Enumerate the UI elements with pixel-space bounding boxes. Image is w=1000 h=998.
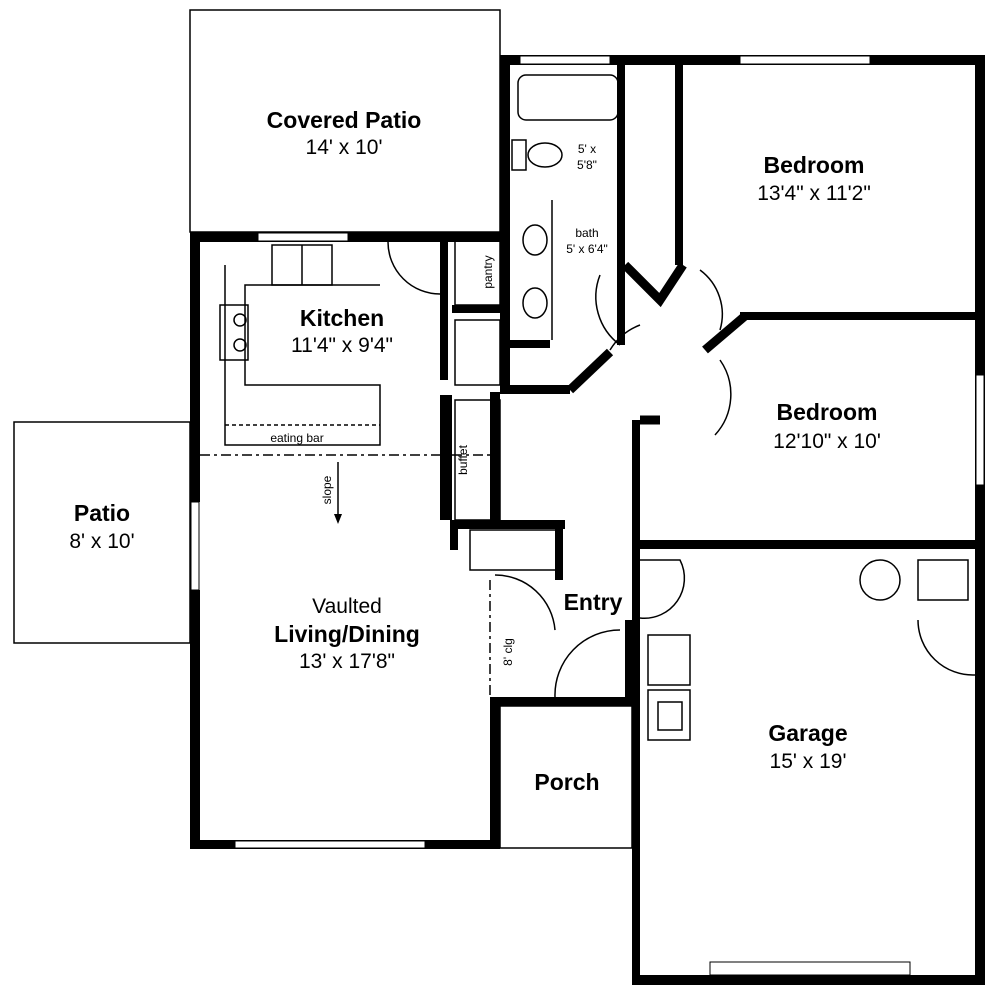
garage-name: Garage [768, 720, 847, 746]
fixtures [219, 74, 969, 741]
windows [190, 55, 985, 976]
ceiling-label: 8' clg [501, 638, 515, 666]
entry-name: Entry [564, 589, 623, 615]
patio-name: Patio [74, 500, 130, 526]
eating-bar-label: eating bar [270, 431, 323, 445]
toilet-size-line2: 5'8" [577, 158, 597, 172]
kitchen-name: Kitchen [300, 305, 384, 331]
slope-arrow [334, 462, 342, 524]
garage-size: 15' x 19' [770, 750, 847, 773]
living-size: 13' x 17'8" [299, 650, 395, 673]
porch-name: Porch [534, 769, 599, 795]
covered-patio-size: 14' x 10' [306, 136, 383, 159]
kitchen-size: 11'4" x 9'4" [291, 334, 393, 357]
living-name-line1: Vaulted [312, 595, 382, 618]
hall-walls [566, 261, 748, 425]
buffet-label: buffet [456, 444, 470, 474]
living-name-line2: Living/Dining [274, 621, 420, 647]
toilet-size-line1: 5' x [578, 142, 596, 156]
bath-name: bath [575, 226, 598, 240]
patio-outline [13, 421, 191, 644]
pantry-label: pantry [481, 255, 495, 288]
covered-patio-name: Covered Patio [267, 107, 422, 133]
door-swings [387, 241, 976, 698]
slope-label: slope [320, 475, 334, 504]
bath-size: 5' x 6'4" [566, 242, 608, 256]
bedroom2-name: Bedroom [777, 399, 878, 425]
bedroom1-name: Bedroom [764, 152, 865, 178]
patio-size: 8' x 10' [69, 530, 134, 553]
bedroom1-size: 13'4" x 11'2" [757, 182, 871, 205]
bedroom2-size: 12'10" x 10' [773, 430, 881, 453]
